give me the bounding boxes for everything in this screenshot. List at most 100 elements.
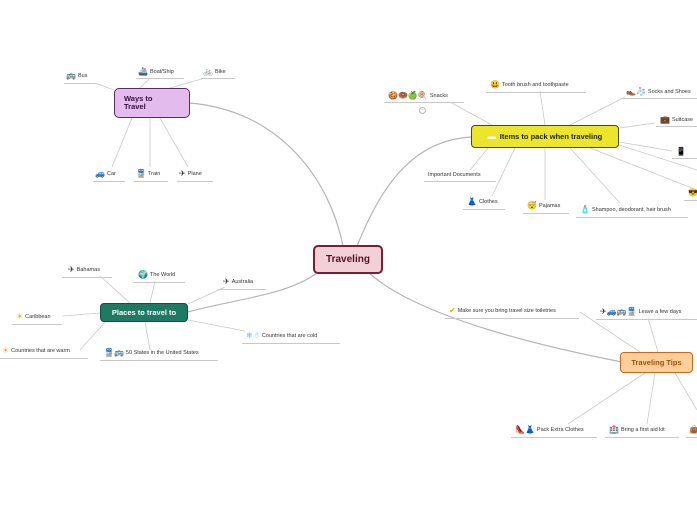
bicycle-icon: 🚲 <box>203 67 213 76</box>
underline <box>12 324 62 325</box>
subtopic-train[interactable]: 🚆 Train <box>136 168 160 180</box>
topic-ways-to-travel[interactable]: Ways to Travel <box>114 88 190 118</box>
subtopic-car[interactable]: 🚙 Car <box>95 168 116 180</box>
snacks-icon: 🍪🍩🍏🍭 <box>388 91 428 100</box>
underline <box>686 437 697 438</box>
subtopic-label: Suitcase <box>671 117 694 123</box>
underline <box>511 437 597 438</box>
underline <box>384 102 464 103</box>
subtopic-bus[interactable]: 🚌 Bus <box>66 70 87 82</box>
sun-icon: ☀ <box>2 346 10 355</box>
tips-label: Traveling Tips <box>631 358 682 367</box>
subtopic-label: Pajamas <box>538 203 561 209</box>
subtopic-label: Australia <box>231 279 254 285</box>
subtopic-the-world[interactable]: 🌍 The World <box>138 269 175 281</box>
subtopic-snacks[interactable]: 🍪🍩🍏🍭 Snacks <box>388 90 448 102</box>
subtopic-shampoo[interactable]: 🧴 Shampoo, deodorant, hair brush <box>580 204 671 216</box>
subtopic-pajamas[interactable]: 😴 Pajamas <box>527 200 560 212</box>
transport-icons: ✈🚙🚌🚆 <box>600 307 637 316</box>
ways-label-line1: Ways to <box>124 94 153 103</box>
spray-icon: 🧴 <box>580 205 590 214</box>
subtopic-offscreen-tip[interactable]: 👜 <box>689 424 697 436</box>
plane-icon: ✈ <box>223 277 230 286</box>
smiley-icon: 😎 <box>688 188 697 197</box>
underline <box>93 181 125 182</box>
topic-items-to-pack[interactable]: ▬ Items to pack when traveling <box>471 125 619 148</box>
subtopic-label: Plane <box>187 171 202 177</box>
subtopic-label: Bahamas <box>76 267 100 273</box>
train-icon: 🚆 <box>136 169 146 178</box>
subtopic-label: Pack Extra Clothes <box>536 427 584 433</box>
subtopic-label: Important Documents <box>428 172 481 178</box>
underline <box>684 200 697 201</box>
subtopic-boat-ship[interactable]: 🚢 Boat/Ship <box>138 66 174 78</box>
underline <box>605 437 679 438</box>
underline <box>596 319 697 320</box>
subtopic-label: Train <box>147 171 161 177</box>
underline <box>242 343 340 344</box>
topic-traveling-tips[interactable]: Traveling Tips <box>620 352 693 373</box>
check-icon: ✔ <box>449 306 456 315</box>
underline <box>0 358 88 359</box>
subtopic-important-documents[interactable]: Important Documents <box>428 169 481 181</box>
clothes-icon: 👠👗 <box>515 425 535 434</box>
subtopic-australia[interactable]: ✈ Australia <box>223 276 253 288</box>
subtopic-label: Make sure you bring travel size toiletri… <box>457 308 556 314</box>
underline <box>218 289 266 290</box>
smiley-icon: 😃 <box>490 80 500 89</box>
subtopic-leave-days[interactable]: ✈🚙🚌🚆 Leave a few days <box>600 306 681 318</box>
sun-icon: ☀ <box>16 312 24 321</box>
subtopic-first-aid[interactable]: 🏥 Bring a first aid kit <box>609 424 665 436</box>
subtopic-clothes[interactable]: 👗 Clothes <box>467 196 498 208</box>
topic-places-to-travel[interactable]: Places to travel to <box>100 303 188 322</box>
subtopic-label: 50 States in the United States <box>125 350 199 356</box>
subtopic-label: Bus <box>77 73 88 79</box>
suitcase-icon: 💼 <box>660 115 670 124</box>
central-topic[interactable]: Traveling <box>313 245 383 274</box>
subtopic-50-states[interactable]: 🚆🚌 50 States in the United States <box>104 347 199 359</box>
ways-label-line2: Travel <box>124 102 146 111</box>
subtopic-extra-clothes[interactable]: 👠👗 Pack Extra Clothes <box>515 424 584 436</box>
dress-icon: 👗 <box>467 197 477 206</box>
subtopic-countries-cold[interactable]: ❄☃ Countries that are cold <box>246 330 317 342</box>
items-label: Items to pack when traveling <box>499 132 603 141</box>
subtopic-label: Shampoo, deodorant, hair brush <box>591 207 671 213</box>
subtopic-label: Car <box>106 171 116 177</box>
collapse-toggle[interactable]: − <box>419 107 426 114</box>
underline <box>100 360 218 361</box>
underline <box>134 181 168 182</box>
subtopic-label: Bring a first aid kit <box>620 427 665 433</box>
subtopic-offscreen-icon[interactable]: 📱 <box>676 146 686 158</box>
subtopic-label: Bike <box>214 69 226 75</box>
subtopic-offscreen-smiley[interactable]: 😎 <box>688 187 697 199</box>
underline <box>136 78 184 79</box>
subtopic-label: The World <box>149 272 176 278</box>
subtopic-bike[interactable]: 🚲 Bike <box>203 66 226 78</box>
plane-icon: ✈ <box>68 265 75 274</box>
subtopic-countries-warm[interactable]: ☀ Countries that are warm <box>2 345 70 357</box>
subtopic-suitcase[interactable]: 💼 Suitcase <box>660 114 693 126</box>
subtopic-label: Clothes <box>478 199 498 205</box>
bus-icon: 🚌 <box>66 71 76 80</box>
subtopic-plane[interactable]: ✈ Plane <box>179 168 202 180</box>
underline <box>445 318 579 319</box>
hospital-icon: 🏥 <box>609 425 619 434</box>
devices-icon: 📱 <box>676 147 686 156</box>
sleepy-icon: 😴 <box>527 201 537 210</box>
subtopic-toiletries-tip[interactable]: ✔ Make sure you bring travel size toilet… <box>449 305 556 317</box>
subtopic-bahamas[interactable]: ✈ Bahamas <box>68 264 100 276</box>
suitcase-icon: ▬ <box>487 131 496 141</box>
subtopic-label: Countries that are cold <box>261 333 318 339</box>
underline <box>523 213 569 214</box>
subtopic-socks-shoes[interactable]: 👞🧦 Socks and Shoes <box>626 86 691 98</box>
underline <box>177 181 213 182</box>
underline <box>201 78 235 79</box>
subtopic-caribbean[interactable]: ☀ Caribbean <box>16 311 51 323</box>
subtopic-label: Boat/Ship <box>149 69 174 75</box>
subtopic-label: Tooth brush and toothpaste <box>501 82 569 88</box>
underline <box>463 209 505 210</box>
subtopic-toothbrush[interactable]: 😃 Tooth brush and toothpaste <box>490 79 569 91</box>
underline <box>424 181 496 182</box>
central-topic-label: Traveling <box>326 254 370 265</box>
